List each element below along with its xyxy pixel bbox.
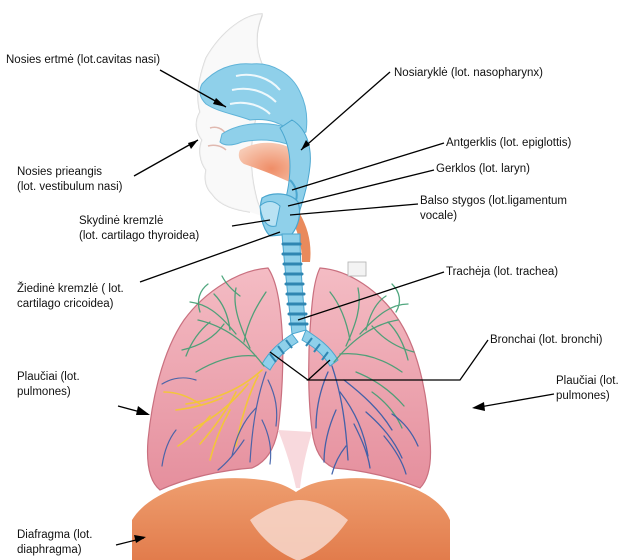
line-nasal-vestibule [134, 140, 198, 176]
arrowhead-lungs-right [472, 402, 485, 411]
label-lungs-left-line1: Plaučiai (lot. [17, 370, 80, 385]
label-nasal-cavity: Nosies ertmė (lot.cavitas nasi) [6, 53, 160, 68]
line-larynx [288, 170, 434, 206]
line-lungs-right [474, 394, 554, 408]
label-vocal-cords: Balso stygos (lot.ligamentum vocale) [420, 194, 567, 224]
label-epiglottis-text: Antgerklis (lot. epiglottis) [446, 136, 571, 151]
label-nasal-vestibule-line1: Nosies prieangis [17, 165, 122, 180]
label-diaphragm: Diafragma (lot. diaphragma) [17, 528, 92, 558]
label-diaphragm-line1: Diafragma (lot. [17, 528, 92, 543]
label-trachea-text: Trachėja (lot. trachea) [446, 265, 558, 280]
arrowhead-lungs-left [136, 406, 150, 415]
label-nasal-cavity-text: Nosies ertmė (lot.cavitas nasi) [6, 53, 160, 68]
label-epiglottis: Antgerklis (lot. epiglottis) [446, 136, 571, 151]
line-nasopharynx [301, 72, 390, 150]
label-larynx-text: Gerklos (lot. laryn) [436, 162, 530, 177]
line-epiglottis [292, 143, 444, 190]
label-thyroid-cartilage-line2: (lot. cartilago thyroidea) [79, 229, 199, 244]
label-vocal-cords-line2: vocale) [420, 209, 567, 224]
label-bronchi: Bronchai (lot. bronchi) [490, 333, 603, 348]
label-cricoid-cartilage: Žiedinė kremzlė ( lot. cartilago cricoid… [17, 282, 124, 312]
label-lungs-right: Plaučiai (lot. pulmones) [556, 374, 619, 404]
left-lung-shape [148, 268, 283, 490]
label-vocal-cords-line1: Balso stygos (lot.ligamentum [420, 194, 567, 209]
label-lungs-right-line1: Plaučiai (lot. [556, 374, 619, 389]
label-cricoid-cartilage-line1: Žiedinė kremzlė ( lot. [17, 282, 124, 297]
label-cricoid-cartilage-line2: cartilago cricoidea) [17, 297, 124, 312]
label-nasal-vestibule: Nosies prieangis (lot. vestibulum nasi) [17, 165, 122, 195]
label-lungs-left: Plaučiai (lot. pulmones) [17, 370, 80, 400]
line-vocal-cords [290, 204, 418, 215]
label-diaphragm-line2: diaphragma) [17, 543, 92, 558]
label-nasopharynx: Nosiaryklė (lot. nasopharynx) [394, 66, 543, 81]
label-thyroid-cartilage-line1: Skydinė kremzlė [79, 214, 199, 229]
label-lungs-right-line2: pulmones) [556, 389, 619, 404]
arrowhead-nasal-vestibule [188, 140, 198, 149]
label-trachea: Trachėja (lot. trachea) [446, 265, 558, 280]
detail-box [348, 262, 366, 276]
label-bronchi-text: Bronchai (lot. bronchi) [490, 333, 603, 348]
mediastinum [278, 430, 312, 488]
label-lungs-left-line2: pulmones) [17, 385, 80, 400]
label-nasopharynx-text: Nosiaryklė (lot. nasopharynx) [394, 66, 543, 81]
label-larynx: Gerklos (lot. laryn) [436, 162, 530, 177]
label-nasal-vestibule-line2: (lot. vestibulum nasi) [17, 180, 122, 195]
label-thyroid-cartilage: Skydinė kremzlė (lot. cartilago thyroide… [79, 214, 199, 244]
